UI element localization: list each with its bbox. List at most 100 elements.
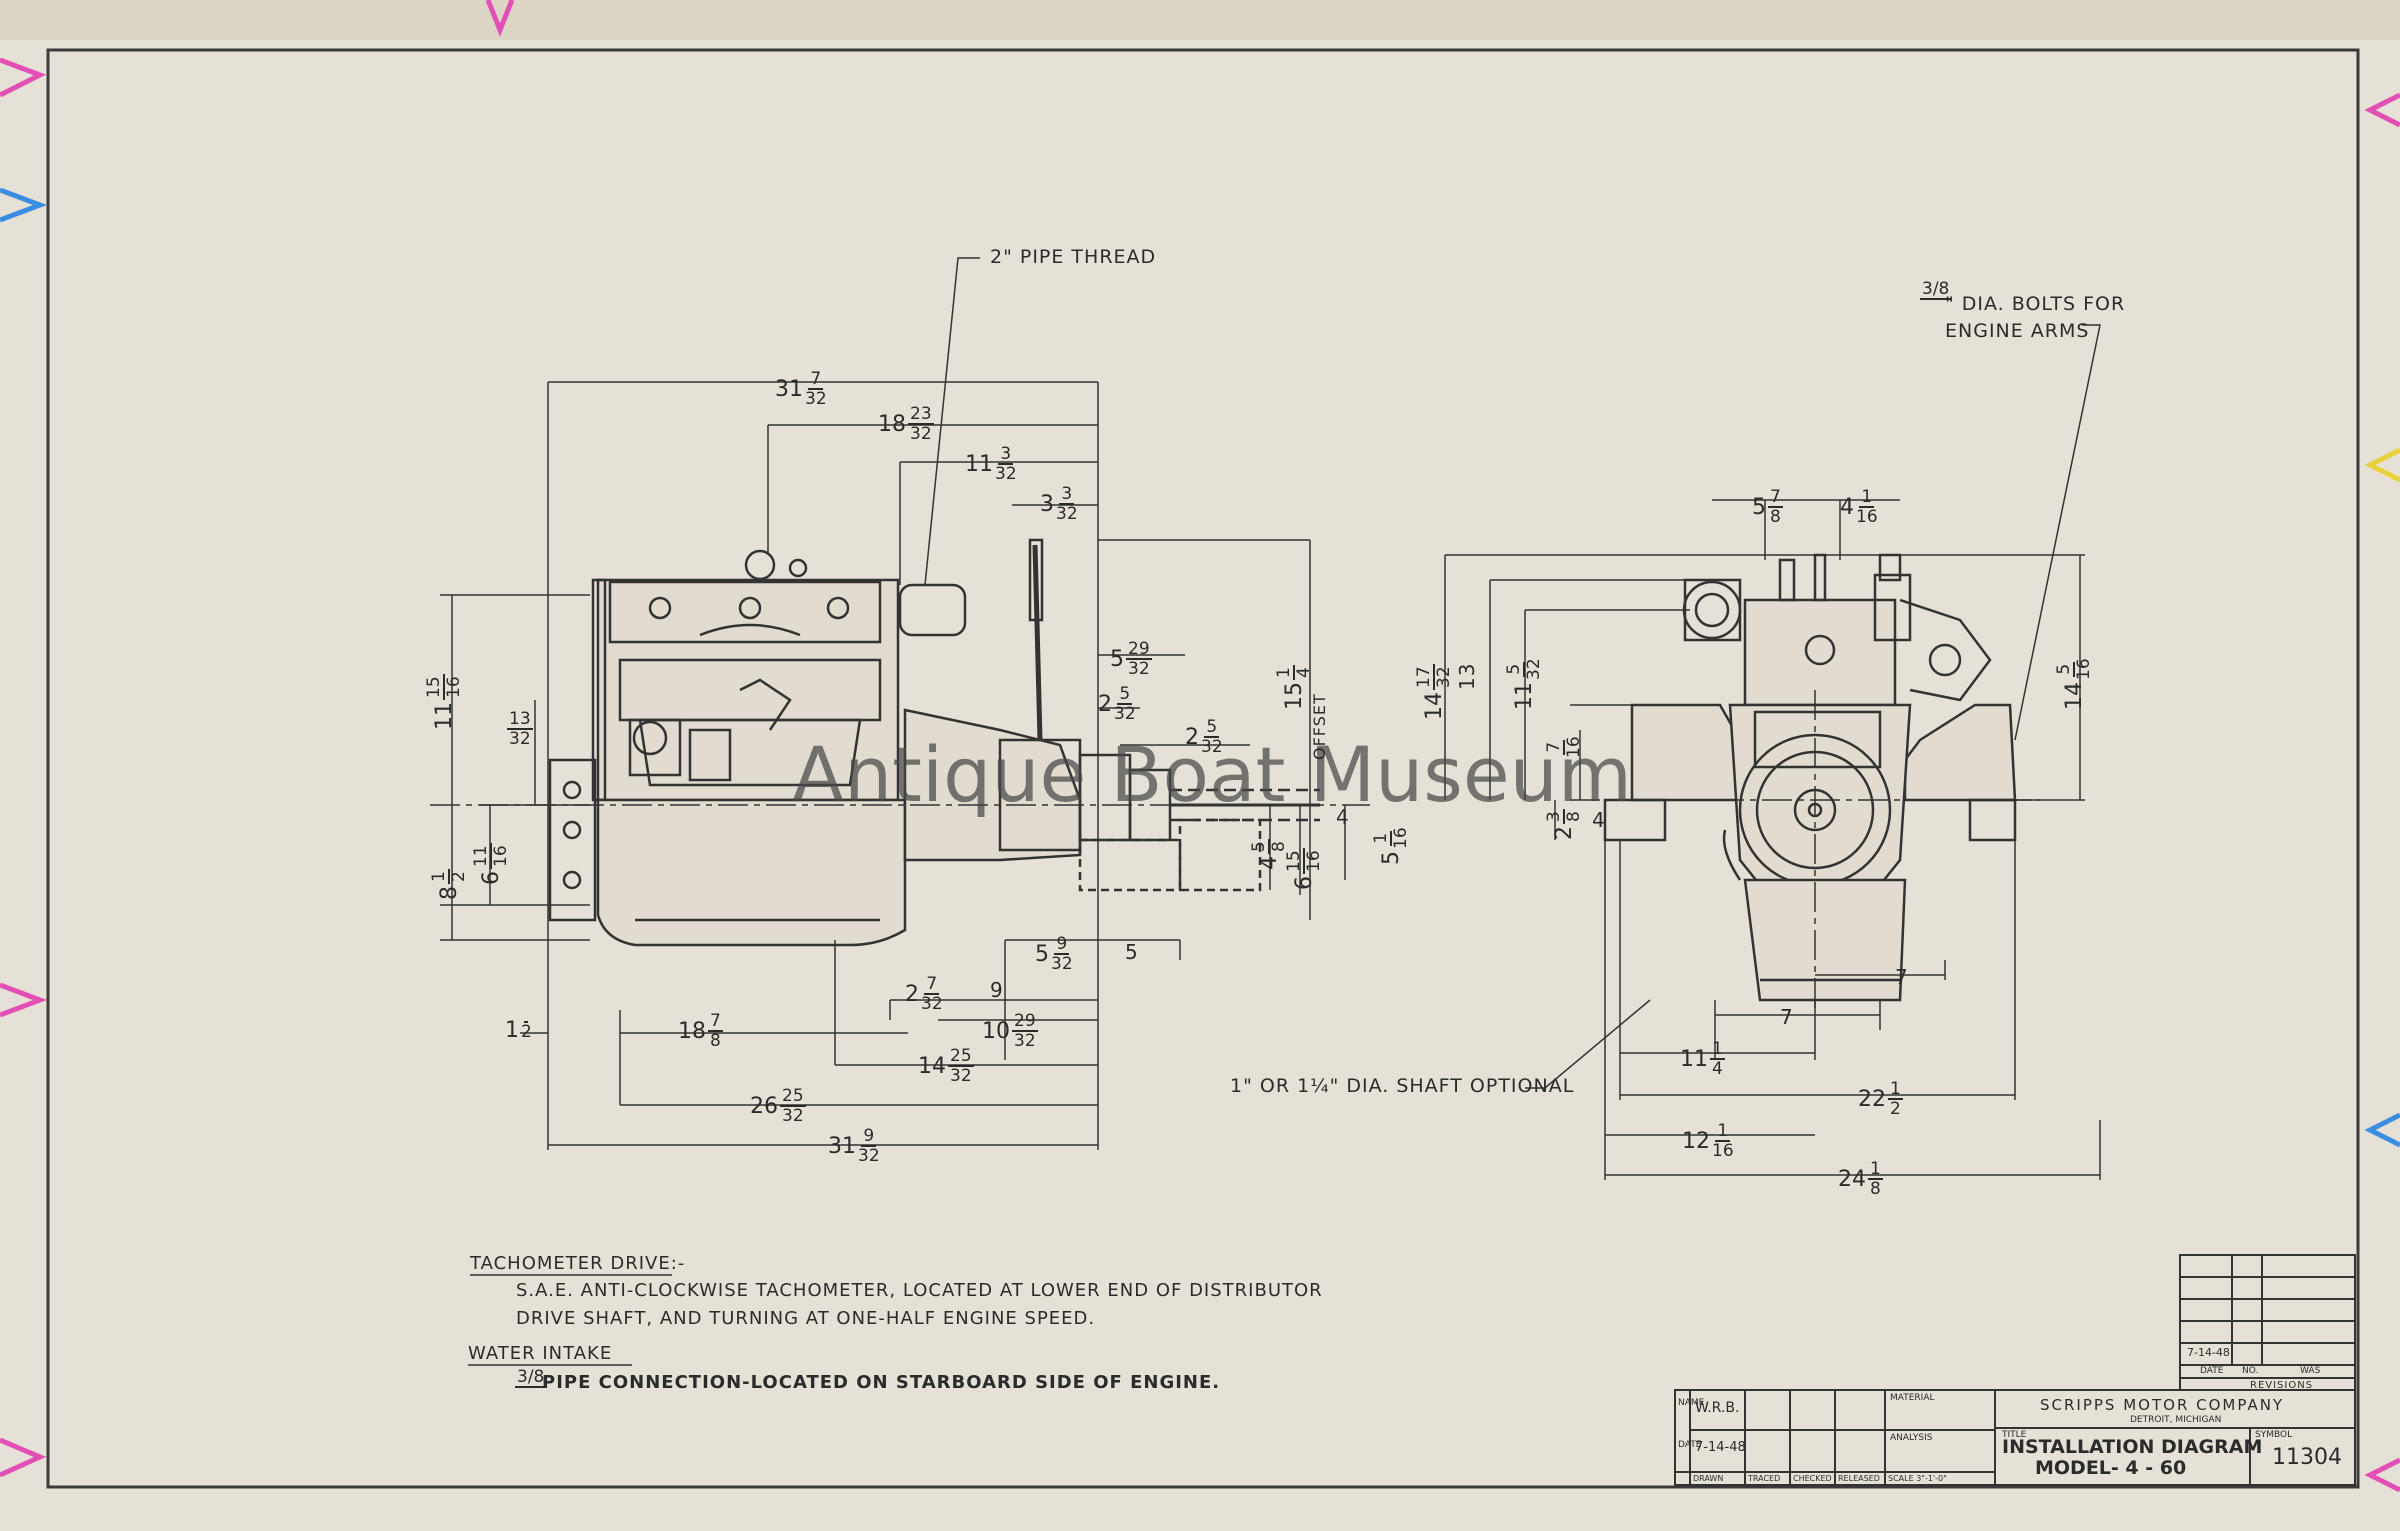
clip-left-pink-2 bbox=[0, 982, 48, 1018]
dim-num: 3 bbox=[1544, 809, 1565, 824]
dim-whole: 14 bbox=[1421, 692, 1447, 720]
dim-num: 23 bbox=[908, 404, 934, 425]
dim-num: 15 bbox=[1284, 848, 1305, 874]
dim-den: 16 bbox=[1391, 827, 1411, 849]
dim-num: 1 bbox=[1888, 1079, 1903, 1100]
side-dimension-lines bbox=[440, 257, 1346, 1150]
dim-7-upper: 7 bbox=[1895, 965, 1909, 989]
row-scale: SCALE 3"-1'-0" bbox=[1888, 1474, 1947, 1483]
rev-col-was: WAS bbox=[2300, 1366, 2321, 1376]
dim-num: 5 bbox=[1504, 661, 1525, 677]
dim-13-end: 13 bbox=[1455, 662, 1479, 690]
dim-num: 7 bbox=[1544, 739, 1565, 755]
rev-col-date: DATE bbox=[2200, 1366, 2224, 1376]
name-label: NAME bbox=[1678, 1398, 1705, 1408]
dim-whole: 12 bbox=[1682, 1128, 1710, 1154]
dim-den: 32 bbox=[1051, 954, 1073, 974]
tachometer-title: TACHOMETER DRIVE:- bbox=[470, 1253, 686, 1274]
dim-num: 17 bbox=[1414, 664, 1435, 690]
dim-den: 32 bbox=[782, 1106, 804, 1126]
dim-whole: 4 bbox=[1256, 856, 1282, 870]
offset-label: OFFSET bbox=[1310, 693, 1329, 760]
symbol-label: SYMBOL bbox=[2255, 1430, 2293, 1440]
dim-whole: 24 bbox=[1838, 1166, 1866, 1192]
dim-den: 16 bbox=[2074, 658, 2094, 680]
dim-5-side: 5 bbox=[1125, 940, 1139, 964]
dim-num: 5 bbox=[1117, 684, 1133, 705]
dim-whole: 11 bbox=[1680, 1046, 1708, 1072]
dim-num bbox=[524, 1020, 529, 1023]
clip-top-pink bbox=[485, 0, 515, 37]
dim-num: 7 bbox=[708, 1011, 723, 1032]
dim-num: 1 bbox=[1868, 1159, 1883, 1180]
dim-num: 5 bbox=[2054, 661, 2075, 677]
dim-den: 32 bbox=[509, 729, 531, 749]
dim-den: 32 bbox=[910, 424, 932, 444]
dim-den: 2 bbox=[1890, 1099, 1901, 1119]
dim-den: 32 bbox=[921, 994, 943, 1014]
dim-whole: 18 bbox=[878, 411, 906, 437]
drawing-title-line2: MODEL- 4 - 60 bbox=[2035, 1457, 2187, 1479]
dim-whole: 14 bbox=[918, 1053, 946, 1079]
dim-whole: 1 bbox=[505, 1018, 519, 1043]
dim-whole: 11 bbox=[431, 702, 457, 730]
dim-num: 5 bbox=[1204, 717, 1220, 738]
bolts-callout-line1: " DIA. BOLTS FOR bbox=[1945, 293, 2126, 315]
watermark: Antique Boat Museum bbox=[792, 730, 1632, 819]
dim-num: 15 bbox=[424, 674, 445, 700]
dim-den: 4 bbox=[1294, 667, 1314, 678]
clip-left-pink-1 bbox=[0, 57, 47, 98]
tachometer-line1: S.A.E. ANTI-CLOCKWISE TACHOMETER, LOCATE… bbox=[516, 1280, 1323, 1301]
dim-4-end: 4 bbox=[1592, 808, 1606, 832]
row-checked: CHECKED bbox=[1793, 1474, 1832, 1483]
dim-den: 32 bbox=[1114, 704, 1136, 724]
dim-whole: 10 bbox=[982, 1018, 1010, 1044]
title-block-lines bbox=[1674, 1254, 2356, 1486]
dim-den: 16 bbox=[1856, 507, 1878, 527]
dim-whole: 4 bbox=[1840, 494, 1854, 520]
dim-den: 32 bbox=[1524, 658, 1544, 680]
pipe-thread-callout: 2" PIPE THREAD bbox=[990, 246, 1157, 268]
dim-den: 32 bbox=[805, 389, 827, 409]
dim-num: 1 bbox=[1859, 487, 1875, 508]
water-frac: 3/8 bbox=[515, 1367, 547, 1388]
dim-den: 32 bbox=[1056, 504, 1078, 524]
dim-num: 11 bbox=[471, 843, 492, 869]
dim-den: 32 bbox=[1128, 659, 1150, 679]
dim-den: 32 bbox=[950, 1066, 972, 1086]
clip-right-pink-1 bbox=[2364, 92, 2400, 128]
dim-den: 8 bbox=[1870, 1179, 1881, 1199]
analysis-label: ANALYSIS bbox=[1890, 1433, 1933, 1443]
revision-date: 7-14-48 bbox=[2187, 1346, 2230, 1359]
dim-whole: 11 bbox=[965, 451, 993, 477]
clip-left-pink-3 bbox=[0, 1437, 47, 1478]
paper-edge-top bbox=[0, 0, 2400, 40]
dim-den: 4 bbox=[1712, 1059, 1723, 1079]
dim-den: 16 bbox=[444, 676, 464, 698]
dim-num: 13 bbox=[507, 709, 533, 730]
dim-den: 32 bbox=[1434, 666, 1454, 688]
clip-right-blue bbox=[2364, 1112, 2400, 1148]
dim-num: 5 bbox=[1249, 839, 1270, 854]
dim-num: 7 bbox=[1768, 487, 1783, 508]
dim-whole: 31 bbox=[828, 1133, 856, 1159]
